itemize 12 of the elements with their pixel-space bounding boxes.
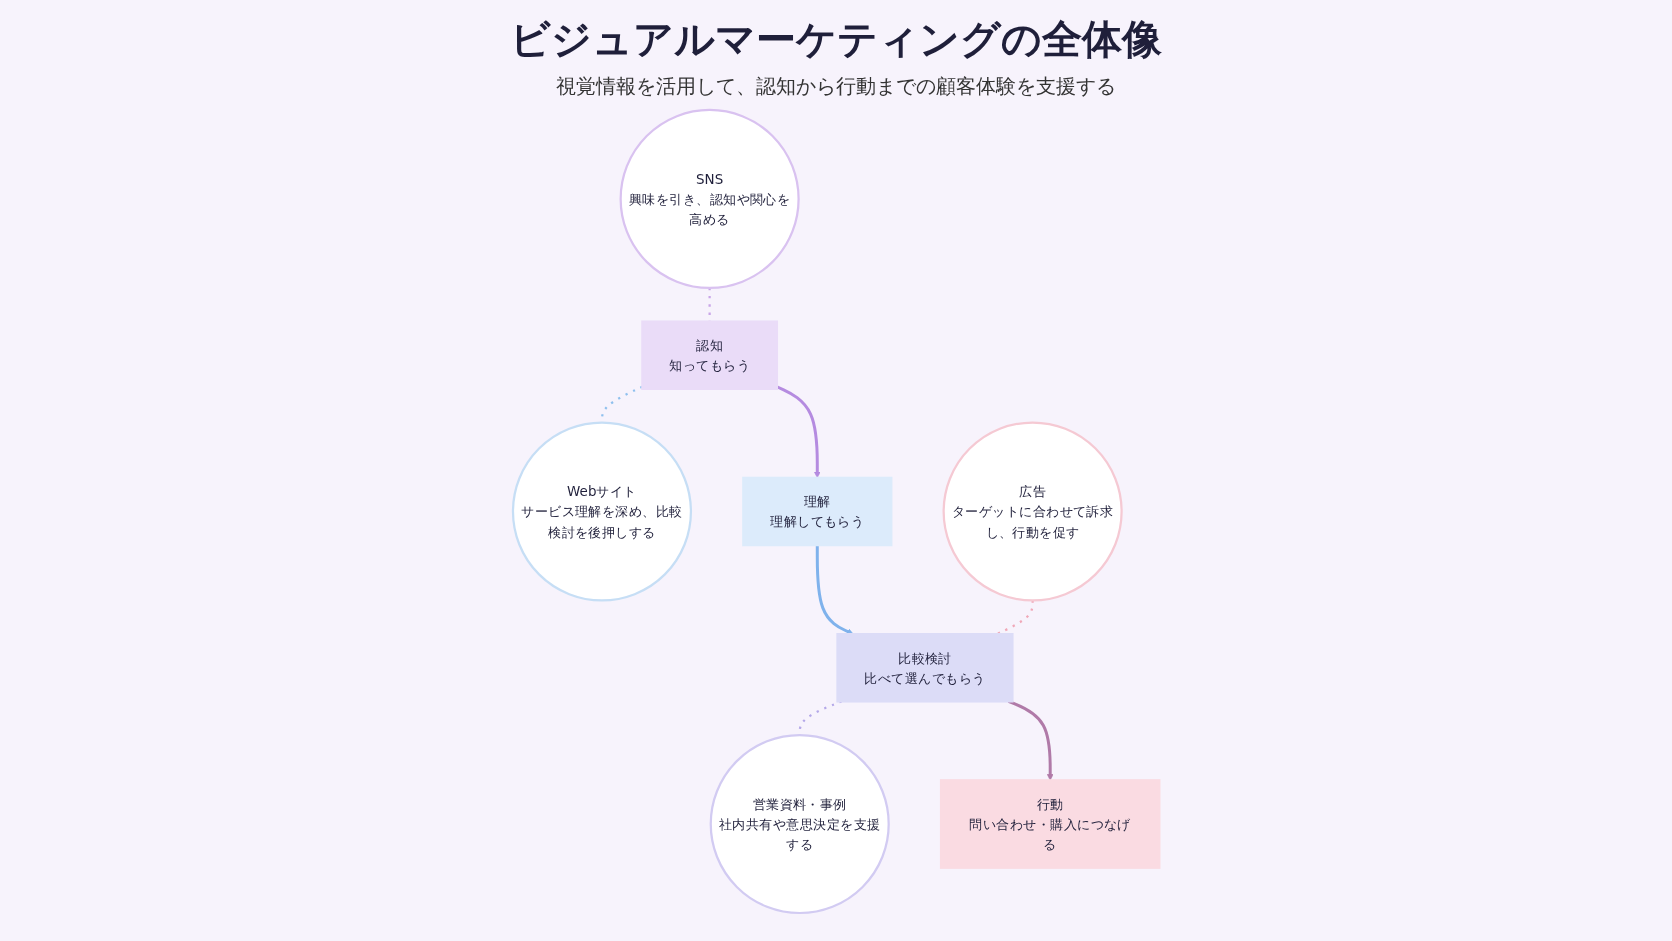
arrow [815, 545, 854, 635]
node-circle: SNS 興味を引き、認知や関心を高める [619, 108, 800, 290]
node-box: 認知 知ってもらう [641, 320, 778, 390]
node-circle: 広告 ターゲットに合わせて訴求し、行動を促す [942, 421, 1123, 602]
node-box: 理解 理解してもらう [742, 476, 893, 547]
node-box: 比較検討 比べて選んでもらう [836, 633, 1014, 703]
subtitle: 視覚情報を活用して、認知から行動までの顧客体験を支援する [555, 73, 1117, 100]
node-circle: 営業資料・事例 社内共有や意思決定を支援する [709, 733, 890, 915]
node-box: 行動 問い合わせ・購入につなげる [939, 779, 1161, 869]
node-circle: Webサイト サービス理解を深め、比較検討を後押しする [511, 421, 692, 602]
title: ビジュアルマーケティングの全体像 [509, 15, 1163, 64]
arrow [1007, 700, 1054, 781]
